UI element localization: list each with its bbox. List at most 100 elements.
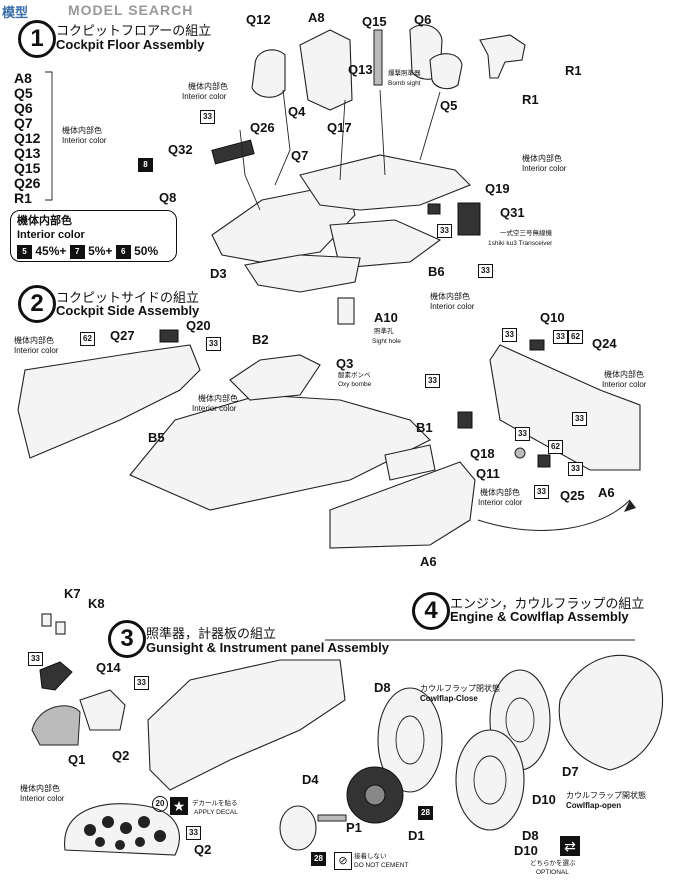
step1-title-jp: コクピットフロアーの組立 (56, 24, 212, 39)
paint-code: 28 (418, 806, 433, 820)
note-interior-top-jp: 機体内部色 (188, 82, 228, 91)
label-q13: Q13 (348, 62, 373, 77)
label-q17: Q17 (327, 120, 352, 135)
paint-code: 33 (206, 337, 221, 351)
label-d10b: D10 (514, 843, 538, 858)
step2-title-en: Cockpit Side Assembly (56, 303, 200, 318)
note-transceiver-en: 1shiki ku3 Transceiver (488, 240, 553, 247)
paint-code: 33 (28, 652, 43, 666)
step3-number: 3 (108, 620, 146, 658)
part-q14-shape (39, 661, 73, 691)
part-q18-shape (457, 411, 473, 429)
label-b6: B6 (428, 264, 445, 279)
part-q32-shape (211, 139, 255, 165)
engine-d4 (279, 805, 317, 851)
part-q25-shape (537, 454, 551, 468)
engine-cowl (558, 654, 664, 771)
mix-pct-2: 5%+ (88, 244, 113, 258)
arrow-a6-head (624, 500, 636, 512)
gauges (84, 816, 166, 850)
mix-pct-1: 45%+ (35, 244, 67, 258)
step4-title-en: Engine & Cowlflap Assembly (450, 609, 629, 624)
part-a10-shape (337, 297, 355, 325)
label-q27: Q27 (110, 328, 135, 343)
label-d8b: D8 (522, 828, 539, 843)
cowlflap-d10-hole (473, 755, 507, 805)
note-oxy-en: Oxy bombe (338, 381, 372, 388)
note-q11-jp: 機体内部色 (480, 488, 520, 497)
step3-title-en: Gunsight & Instrument panel Assembly (146, 640, 389, 655)
part-q19-shape (427, 203, 441, 215)
label-q10: Q10 (540, 310, 565, 325)
label-a8: A8 (308, 10, 325, 25)
step1-number: 1 (18, 20, 56, 58)
label-d8a: D8 (374, 680, 391, 695)
label-q26: Q26 (250, 120, 275, 135)
paint-code: 62 (568, 330, 583, 344)
cowlflap-d8-hole (395, 715, 425, 765)
label-d1: D1 (408, 828, 425, 843)
part-q2-shape (79, 689, 126, 731)
parts-list-bracket (45, 71, 53, 201)
note-nocement-jp: 接着しない (354, 853, 387, 860)
arrow-a6 (477, 499, 631, 531)
note-interior-a10-en: Interior color (430, 302, 475, 311)
mix-color-box: 機体内部色 Interior color 5 45%+ 7 5%+ 6 50% (10, 210, 177, 262)
parts-list-color-jp: 機体内部色 (62, 126, 102, 135)
parts-list-item: Q12 (14, 130, 41, 146)
floor-upper (299, 154, 471, 211)
note-decal-en: APPLY DECAL (194, 809, 238, 816)
label-q18: Q18 (470, 446, 495, 461)
label-b2: B2 (252, 332, 269, 347)
paint-code: 33 (478, 264, 493, 278)
note-bomb-sight-en: Bomb sight (388, 80, 421, 87)
mix-pct-3: 50% (134, 244, 159, 258)
parts-list-item: Q13 (14, 145, 41, 161)
step3-title-jp: 照準器，計器板の組立 (146, 627, 277, 642)
paint-code: 33 (568, 462, 583, 476)
decal-code: 20 (152, 796, 168, 812)
label-a6b: A6 (598, 485, 615, 500)
label-b5: B5 (148, 430, 165, 445)
cowlflap-d7-hole (505, 697, 535, 743)
mix-color-en: Interior color (17, 229, 85, 241)
part-q5-shape (429, 53, 463, 90)
label-r1b: R1 (522, 92, 539, 107)
paint-code: 33 (534, 485, 549, 499)
label-q11: Q11 (476, 466, 500, 481)
no-cement-icon: ⊘ (334, 852, 352, 870)
note-oxy-jp: 酸素ボンベ (338, 372, 371, 379)
part-q15-shape (373, 29, 383, 86)
paint-code: 33 (553, 330, 568, 344)
part-k8-shape (55, 621, 66, 635)
paint-code: 33 (572, 412, 587, 426)
label-q4: Q4 (288, 104, 306, 119)
label-d7: D7 (562, 764, 579, 779)
part-q4-shape (251, 49, 286, 98)
label-q8: Q8 (159, 190, 177, 205)
mix-formula: 5 45%+ 7 5%+ 6 50% (17, 244, 159, 259)
note-interior-jp: 機体内部色 (20, 784, 60, 793)
label-d10a: D10 (532, 792, 556, 807)
paint-code: 33 (200, 110, 215, 124)
label-p1: P1 (346, 820, 362, 835)
label-q6: Q6 (414, 12, 432, 27)
paint-code: 28 (311, 852, 326, 866)
part-q20-shape (159, 329, 179, 343)
floor-d3 (211, 189, 356, 263)
label-q3: Q3 (336, 356, 354, 371)
note-left-en: Interior color (14, 346, 59, 355)
note-interior-right-jp: 機体内部色 (522, 154, 562, 163)
label-q2b: Q2 (194, 842, 212, 857)
watermark: MODEL SEARCH (68, 2, 194, 18)
note-b2-jp: 機体内部色 (198, 394, 238, 403)
part-a8-shape (299, 29, 353, 111)
label-q31: Q31 (500, 205, 525, 220)
paint-code: 33 (515, 427, 530, 441)
parts-list-item: Q15 (14, 160, 41, 176)
paint-code: 33 (425, 374, 440, 388)
parts-list-item: R1 (14, 190, 32, 206)
mix-color-jp: 機体内部色 (17, 215, 72, 227)
paint-code: 33 (186, 826, 201, 840)
label-q24: Q24 (592, 336, 617, 351)
